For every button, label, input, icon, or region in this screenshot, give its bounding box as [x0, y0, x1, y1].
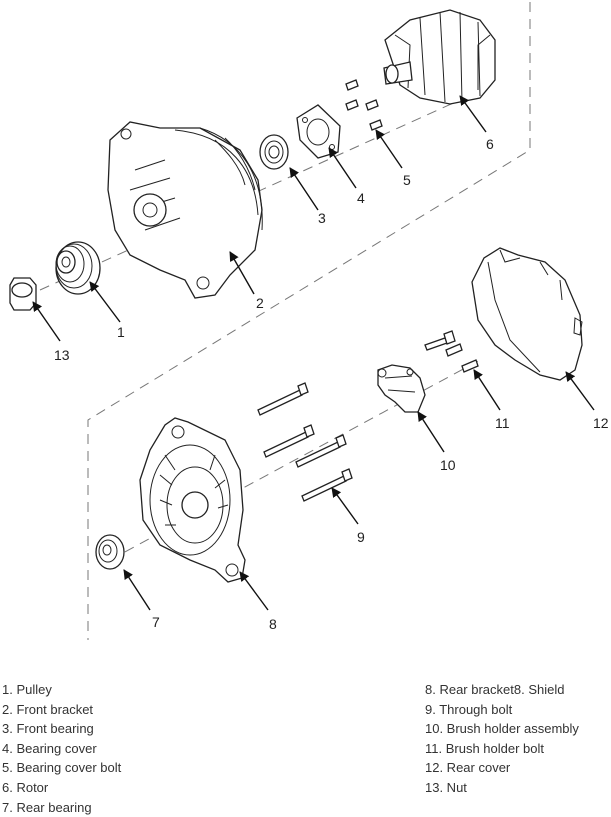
legend-item: 4. Bearing cover: [2, 740, 97, 756]
callout-13: 13: [54, 347, 70, 363]
legend-item: 11. Brush holder bolt: [425, 740, 544, 756]
callout-8: 8: [269, 616, 277, 632]
legend-item: 7. Rear bearing: [2, 799, 92, 815]
front-bearing-part: [259, 134, 289, 170]
rear-cover-part: [471, 247, 583, 381]
legend-item: 13. Nut: [425, 779, 467, 795]
nut-part: [9, 277, 37, 311]
legend-item: 9. Through bolt: [425, 701, 513, 717]
exploded-view-diagram: 13 1 2 3 4 5 6 7 8 9 10 11 12: [9, 2, 609, 640]
brush-holder-bolts: [424, 330, 479, 373]
brush-holder-assembly-part: [377, 364, 426, 413]
legend-item: 1. Pulley: [2, 682, 52, 697]
parts-legend-right: 8. Rear bracket8. Shield 9. Through bolt…: [425, 680, 579, 798]
callout-numbers: 13 1 2 3 4 5 6 7 8 9 10 11 12: [54, 136, 609, 632]
legend-item: 6. Rotor: [2, 779, 49, 795]
callout-3: 3: [318, 210, 326, 226]
legend-item: 8. Rear bracket8. Shield: [425, 682, 565, 697]
bearing-cover-part: [296, 104, 341, 159]
callout-6: 6: [486, 136, 494, 152]
rear-bearing-part: [95, 534, 125, 570]
through-bolts: [257, 382, 353, 502]
legend-item: 5. Bearing cover bolt: [2, 760, 122, 776]
callout-10: 10: [440, 457, 456, 473]
legend-item: 2. Front bracket: [2, 701, 94, 717]
bearing-cover-bolts: [345, 79, 383, 131]
callout-arrows: [32, 95, 595, 611]
callout-7: 7: [152, 614, 160, 630]
callout-2: 2: [256, 295, 264, 311]
legend-item: 10. Brush holder assembly: [425, 721, 579, 737]
callout-12: 12: [593, 415, 609, 431]
callout-9: 9: [357, 529, 365, 545]
callout-4: 4: [357, 190, 365, 206]
legend-item: 12. Rear cover: [425, 760, 511, 776]
callout-11: 11: [495, 415, 510, 431]
rear-bracket-part: [139, 417, 246, 583]
parts-legend-left: 1. Pulley 2. Front bracket 3. Front bear…: [2, 680, 121, 817]
legend-item: 3. Front bearing: [2, 721, 94, 737]
callout-1: 1: [117, 324, 125, 340]
pulley-part: [55, 241, 101, 295]
rotor-part: [383, 9, 496, 105]
front-bracket-part: [107, 121, 263, 299]
callout-5: 5: [403, 172, 411, 188]
